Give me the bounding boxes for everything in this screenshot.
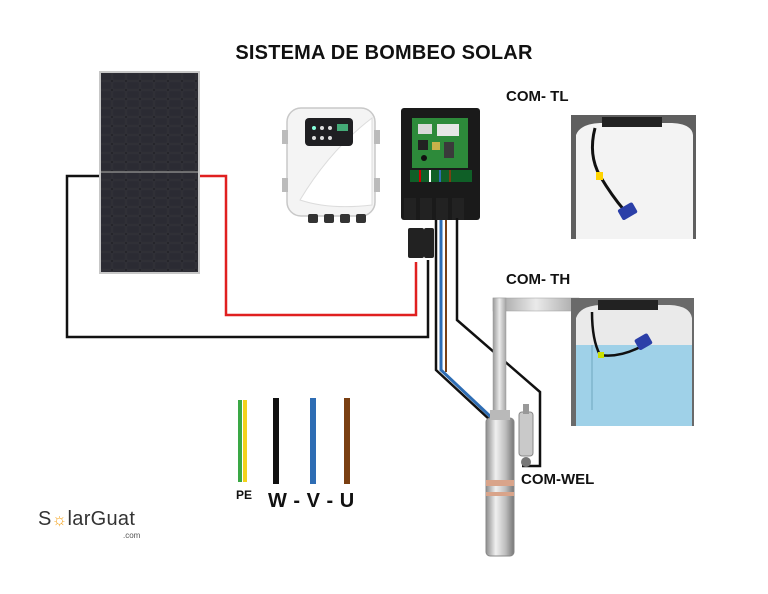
sun-icon: ☼ bbox=[51, 510, 68, 529]
submersible-pump bbox=[485, 410, 515, 557]
label-com-th: COM- TH bbox=[506, 271, 571, 288]
label-com-tl: COM- TL bbox=[506, 88, 569, 105]
sensor-cable bbox=[455, 218, 542, 468]
tank-com-th bbox=[571, 298, 694, 426]
solarguat-logo: S☼larGuat bbox=[38, 508, 135, 531]
logo-text-end: larGuat bbox=[67, 508, 136, 530]
logo-text-start: S bbox=[38, 508, 52, 530]
pump-controller-open bbox=[401, 108, 480, 258]
tank-com-tl bbox=[571, 115, 696, 239]
page-title: SISTEMA DE BOMBEO SOLAR bbox=[235, 42, 533, 64]
pump-controller-closed bbox=[282, 107, 380, 223]
negative-dc-wire bbox=[65, 174, 430, 339]
positive-dc-wire bbox=[200, 174, 418, 317]
delivery-pipe bbox=[492, 297, 580, 424]
legend-label-pe: PE bbox=[236, 488, 253, 502]
well-level-probe bbox=[518, 404, 534, 467]
wire-color-legend bbox=[238, 398, 350, 484]
label-com-wel: COM-WEL bbox=[521, 471, 595, 488]
logo-domain: .com bbox=[123, 531, 141, 540]
motor-cable bbox=[434, 220, 494, 421]
solar-panel bbox=[99, 71, 200, 274]
legend-label-wvu: W - V - U bbox=[268, 490, 355, 512]
